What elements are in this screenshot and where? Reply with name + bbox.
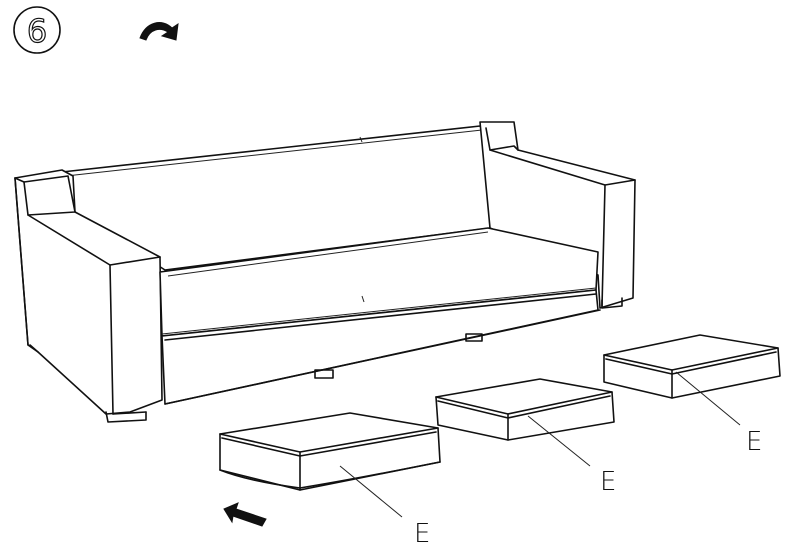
cushion-2 [435,378,615,441]
cushion-3 [603,334,781,399]
leader-line [527,415,591,467]
sofa-seat-cushion [159,227,599,337]
step-indicator: 6 [13,6,61,54]
sofa-foot [465,333,483,342]
push-arrow-icon [223,502,267,527]
rotate-arrow-icon [139,22,179,41]
leader-line [339,465,403,518]
step-number: 6 [27,12,47,50]
sofa-foot [314,369,334,379]
part-label-e: E [600,467,616,497]
callout-2: E [527,415,616,497]
callout-1: E [339,465,430,549]
cushion-1 [219,412,441,491]
part-label-e: E [414,519,430,549]
part-label-e: E [746,427,762,457]
leader-line [675,371,741,426]
step-circle [13,6,61,54]
callout-3: E [675,371,762,457]
sofa [14,121,636,423]
